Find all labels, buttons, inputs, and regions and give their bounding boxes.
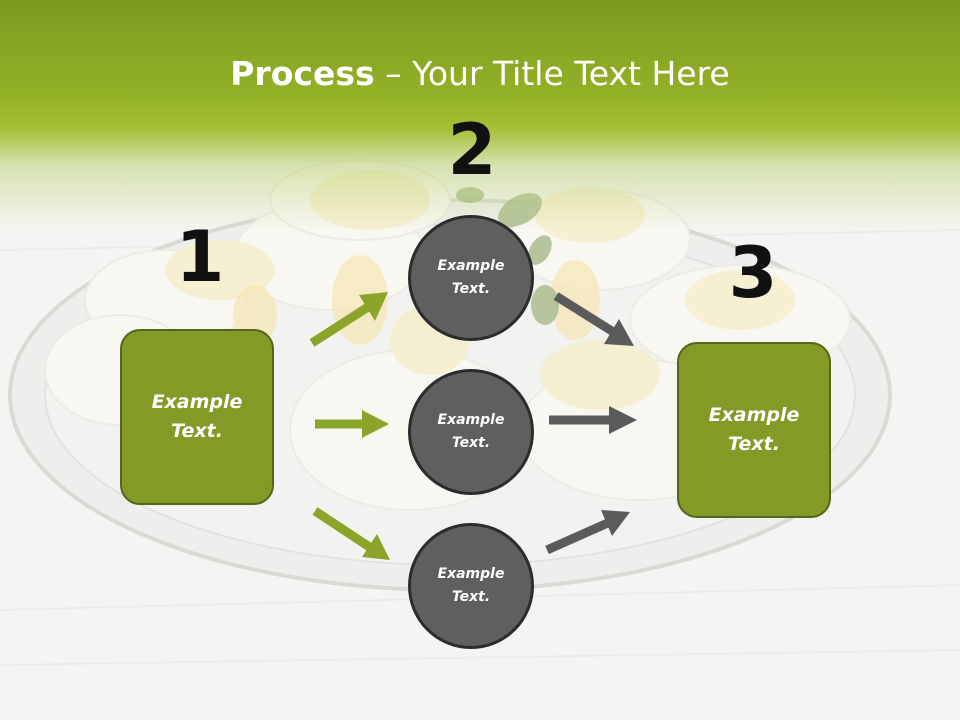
right-box-text: Example Text. bbox=[708, 404, 800, 455]
step-number-1: 1 bbox=[175, 216, 225, 298]
circle-top: Example Text. bbox=[408, 215, 534, 341]
step-number-3: 3 bbox=[728, 232, 778, 314]
circle-top-text: Example Text. bbox=[437, 258, 505, 297]
left-box-text: Example Text. bbox=[151, 391, 243, 442]
slide-title: Process – Your Title Text Here bbox=[0, 52, 960, 96]
header-band bbox=[0, 0, 960, 230]
title-bold: Process bbox=[230, 54, 375, 93]
title-rest: – Your Title Text Here bbox=[374, 54, 730, 93]
step-number-2: 2 bbox=[447, 109, 497, 191]
circle-bottom-text: Example Text. bbox=[437, 566, 505, 605]
right-text-box: Example Text. bbox=[677, 342, 831, 518]
circle-middle-text: Example Text. bbox=[437, 412, 505, 451]
left-text-box: Example Text. bbox=[120, 329, 274, 505]
circle-bottom: Example Text. bbox=[408, 523, 534, 649]
circle-middle: Example Text. bbox=[408, 369, 534, 495]
